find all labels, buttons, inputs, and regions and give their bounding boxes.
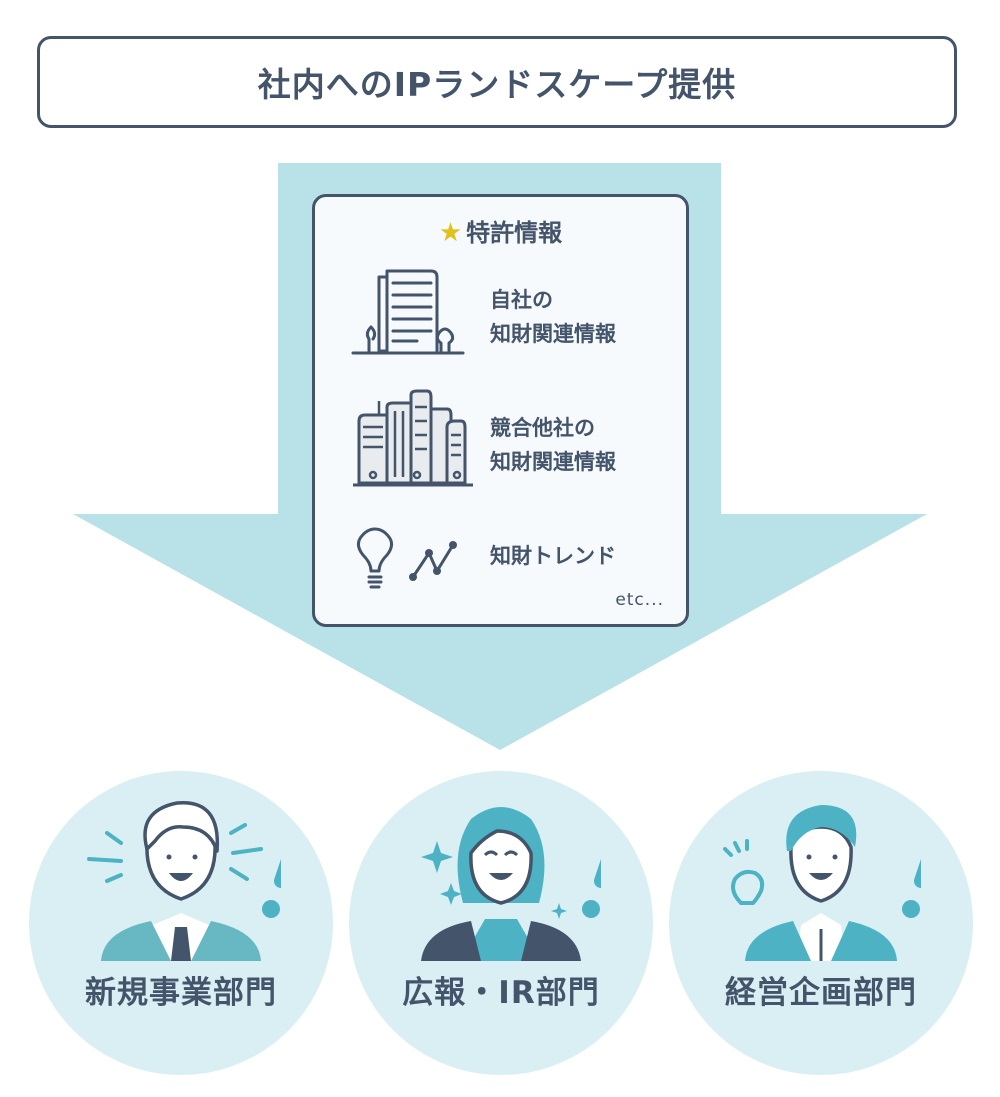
businesswoman-smiling-icon <box>421 807 601 961</box>
department-label: 新規事業部門 <box>85 975 277 1011</box>
businessman-idea-icon <box>723 805 921 961</box>
lightbulb-trend-icon <box>356 527 457 589</box>
card-heading: ★特許情報 <box>315 213 686 248</box>
info-item-line1: 知財トレンド <box>490 544 616 568</box>
department-label: 経営企画部門 <box>725 975 917 1011</box>
info-item-line1: 競合他社の <box>490 416 595 440</box>
department-new-business: 新規事業部門 <box>29 771 333 1075</box>
office-building-icon <box>351 269 465 355</box>
department-label: 広報・IR部門 <box>402 975 600 1011</box>
info-item-line2: 知財関連情報 <box>490 322 616 346</box>
businessman-surprised-icon <box>87 801 281 961</box>
card-heading-text: 特許情報 <box>466 219 563 247</box>
patent-info-card: ★特許情報 自社の 知財関連情報 <box>312 194 689 627</box>
info-item-line1: 自社の <box>490 288 553 312</box>
star-icon: ★ <box>438 218 463 248</box>
etc-label: etc... <box>615 590 664 610</box>
department-corporate-planning: 経営企画部門 <box>669 771 973 1075</box>
title-box: 社内へのIPランドスケープ提供 <box>37 36 957 128</box>
city-buildings-icon <box>353 389 473 487</box>
info-item-line2: 知財関連情報 <box>490 450 616 474</box>
diagram-title: 社内へのIPランドスケープ提供 <box>257 65 737 104</box>
department-pr-ir: 広報・IR部門 <box>349 771 653 1075</box>
